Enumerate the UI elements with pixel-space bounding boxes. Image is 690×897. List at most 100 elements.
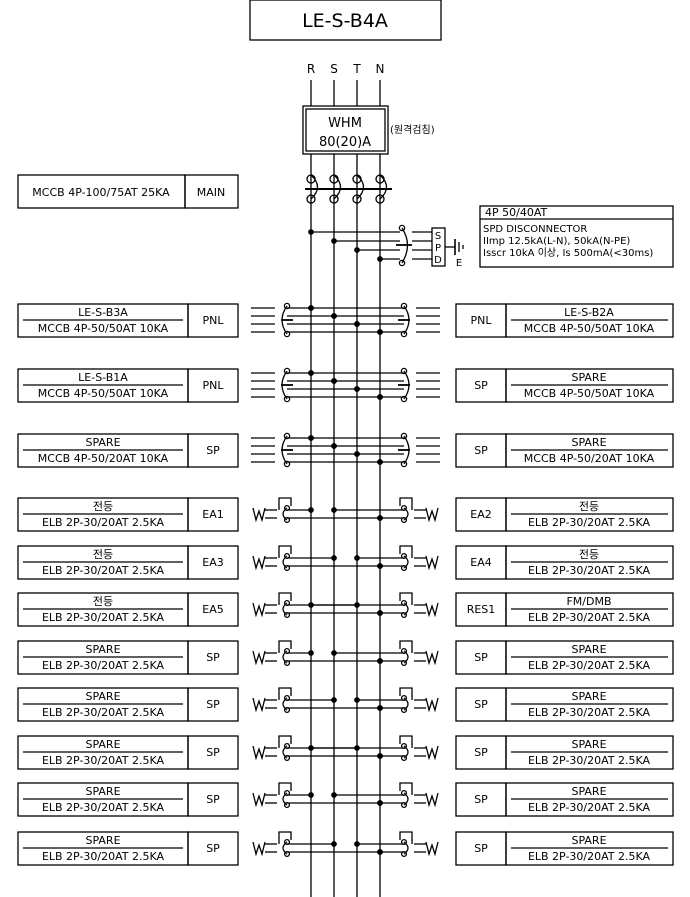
circuit-spec-box-right-5 [505, 545, 674, 580]
spd-letter-d: D [434, 255, 442, 266]
circuit-name-right-8: SPARE [571, 690, 606, 703]
elb-symbol-left-8 [252, 687, 383, 714]
circuit-spec-right-8: ELB 2P-30/20AT 2.5KA [528, 706, 651, 719]
main-breaker-spec: MCCB 4P-100/75AT 25KA [32, 186, 170, 199]
phase-label-s: S [330, 62, 338, 76]
circuit-name-left-7: SPARE [85, 643, 120, 656]
whm-rating: 80(20)A [319, 135, 371, 150]
phase-label-t: T [352, 62, 361, 76]
circuit-name-right-3: SPARE [571, 436, 606, 449]
circuit-spec-left-6: ELB 2P-30/20AT 2.5KA [42, 611, 165, 624]
elb-symbol-right-9 [308, 735, 439, 762]
circuit-name-right-7: SPARE [571, 643, 606, 656]
circuit-spec-right-2: MCCB 4P-50/50AT 10KA [524, 387, 655, 400]
circuit-name-right-5: 전등 [579, 548, 599, 561]
circuit-tag-box-left-8 [187, 687, 239, 722]
mccb-symbol-right-1 [308, 302, 440, 338]
circuit-tag-right-10: SP [474, 793, 488, 806]
circuit-tag-box-left-9 [187, 735, 239, 770]
circuit-spec-right-7: ELB 2P-30/20AT 2.5KA [528, 659, 651, 672]
main-breaker-symbol [305, 174, 392, 204]
spd-letter-p: P [435, 243, 441, 254]
spd-info-box [479, 205, 674, 268]
circuit-tag-box-left-4 [187, 497, 239, 532]
circuit-spec-box-right-7 [505, 640, 674, 675]
circuit-tag-left-9: SP [206, 746, 220, 759]
spd-info-line4: Isscr 10kA 이상, Is 500mA(<30ms) [483, 247, 653, 259]
circuit-tag-left-4: EA1 [202, 508, 223, 521]
circuit-name-left-8: SPARE [85, 690, 120, 703]
circuit-tag-box-left-11 [187, 831, 239, 866]
circuit-tag-right-5: EA4 [470, 556, 491, 569]
circuit-name-left-11: SPARE [85, 834, 120, 847]
circuit-tag-left-11: SP [206, 842, 220, 855]
circuit-name-left-9: SPARE [85, 738, 120, 751]
circuit-name-right-4: 전등 [579, 500, 599, 513]
circuit-name-right-6: FM/DMB [566, 595, 611, 608]
circuit-tag-left-10: SP [206, 793, 220, 806]
spd-info-line3: IImp 12.5kA(L-N), 50kA(N-PE) [483, 236, 630, 247]
circuit-spec-right-3: MCCB 4P-50/20AT 10KA [524, 452, 655, 465]
main-breaker-tag: MAIN [197, 186, 226, 199]
circuit-tag-box-left-3 [187, 433, 239, 468]
elb-symbol-right-4 [331, 497, 439, 524]
circuit-tag-right-4: EA2 [470, 508, 491, 521]
circuit-tag-right-8: SP [474, 698, 488, 711]
elb-symbol-right-11 [354, 831, 439, 858]
circuit-spec-left-1: MCCB 4P-50/50AT 10KA [38, 322, 169, 335]
circuit-tag-box-left-2 [187, 368, 239, 403]
circuit-tag-box-left-10 [187, 782, 239, 817]
circuit-name-left-1: LE-S-B3A [78, 306, 128, 319]
circuit-spec-left-3: MCCB 4P-50/20AT 10KA [38, 452, 169, 465]
mccb-symbol-right-2 [308, 367, 440, 403]
phase-label-n: N [376, 62, 385, 76]
circuit-spec-left-9: ELB 2P-30/20AT 2.5KA [42, 754, 165, 767]
circuit-spec-box-right-1 [505, 303, 674, 338]
circuit-spec-box-right-8 [505, 687, 674, 722]
circuit-spec-right-5: ELB 2P-30/20AT 2.5KA [528, 564, 651, 577]
phase-label-r: R [307, 62, 315, 76]
circuit-name-right-1: LE-S-B2A [564, 306, 614, 319]
mccb-symbol-right-3 [308, 432, 440, 468]
whm-inner-box [305, 108, 386, 152]
circuit-spec-right-1: MCCB 4P-50/50AT 10KA [524, 322, 655, 335]
circuit-tag-right-3: SP [474, 444, 488, 457]
circuit-tag-right-6: RES1 [467, 603, 496, 616]
circuit-spec-box-right-3 [505, 433, 674, 468]
circuit-spec-box-right-11 [505, 831, 674, 866]
elb-symbol-left-11 [252, 831, 383, 858]
spd-info-line1: 4P 50/40AT [485, 206, 547, 219]
circuit-spec-box-right-4 [505, 497, 674, 532]
circuit-name-right-10: SPARE [571, 785, 606, 798]
circuit-spec-left-5: ELB 2P-30/20AT 2.5KA [42, 564, 165, 577]
circuit-name-left-4: 전등 [93, 500, 113, 513]
circuit-spec-left-7: ELB 2P-30/20AT 2.5KA [42, 659, 165, 672]
circuit-spec-box-right-2 [505, 368, 674, 403]
circuit-spec-left-8: ELB 2P-30/20AT 2.5KA [42, 706, 165, 719]
circuit-spec-left-2: MCCB 4P-50/50AT 10KA [38, 387, 169, 400]
elb-symbol-left-5 [252, 545, 383, 572]
circuit-name-right-11: SPARE [571, 834, 606, 847]
circuit-tag-right-9: SP [474, 746, 488, 759]
whm-outer-box [302, 105, 389, 155]
circuit-spec-box-right-9 [505, 735, 674, 770]
circuit-spec-right-4: ELB 2P-30/20AT 2.5KA [528, 516, 651, 529]
circuit-spec-right-11: ELB 2P-30/20AT 2.5KA [528, 850, 651, 863]
circuit-spec-right-9: ELB 2P-30/20AT 2.5KA [528, 754, 651, 767]
circuit-name-left-5: 전등 [93, 548, 113, 561]
spd-ground-label: E [456, 258, 462, 269]
circuit-tag-left-7: SP [206, 651, 220, 664]
elb-symbol-right-8 [354, 687, 439, 714]
circuit-tag-right-2: SP [474, 379, 488, 392]
circuit-spec-left-10: ELB 2P-30/20AT 2.5KA [42, 801, 165, 814]
elb-symbol-right-6 [308, 592, 439, 619]
circuit-tag-left-3: SP [206, 444, 220, 457]
circuit-tag-left-5: EA3 [202, 556, 223, 569]
spd-branch [308, 224, 464, 267]
spd-info-line2: SPD DISCONNECTOR [483, 224, 587, 235]
circuit-tag-box-left-7 [187, 640, 239, 675]
circuit-tag-box-left-1 [187, 303, 239, 338]
panel-title-box [249, 0, 442, 41]
circuit-tag-left-6: EA5 [202, 603, 223, 616]
